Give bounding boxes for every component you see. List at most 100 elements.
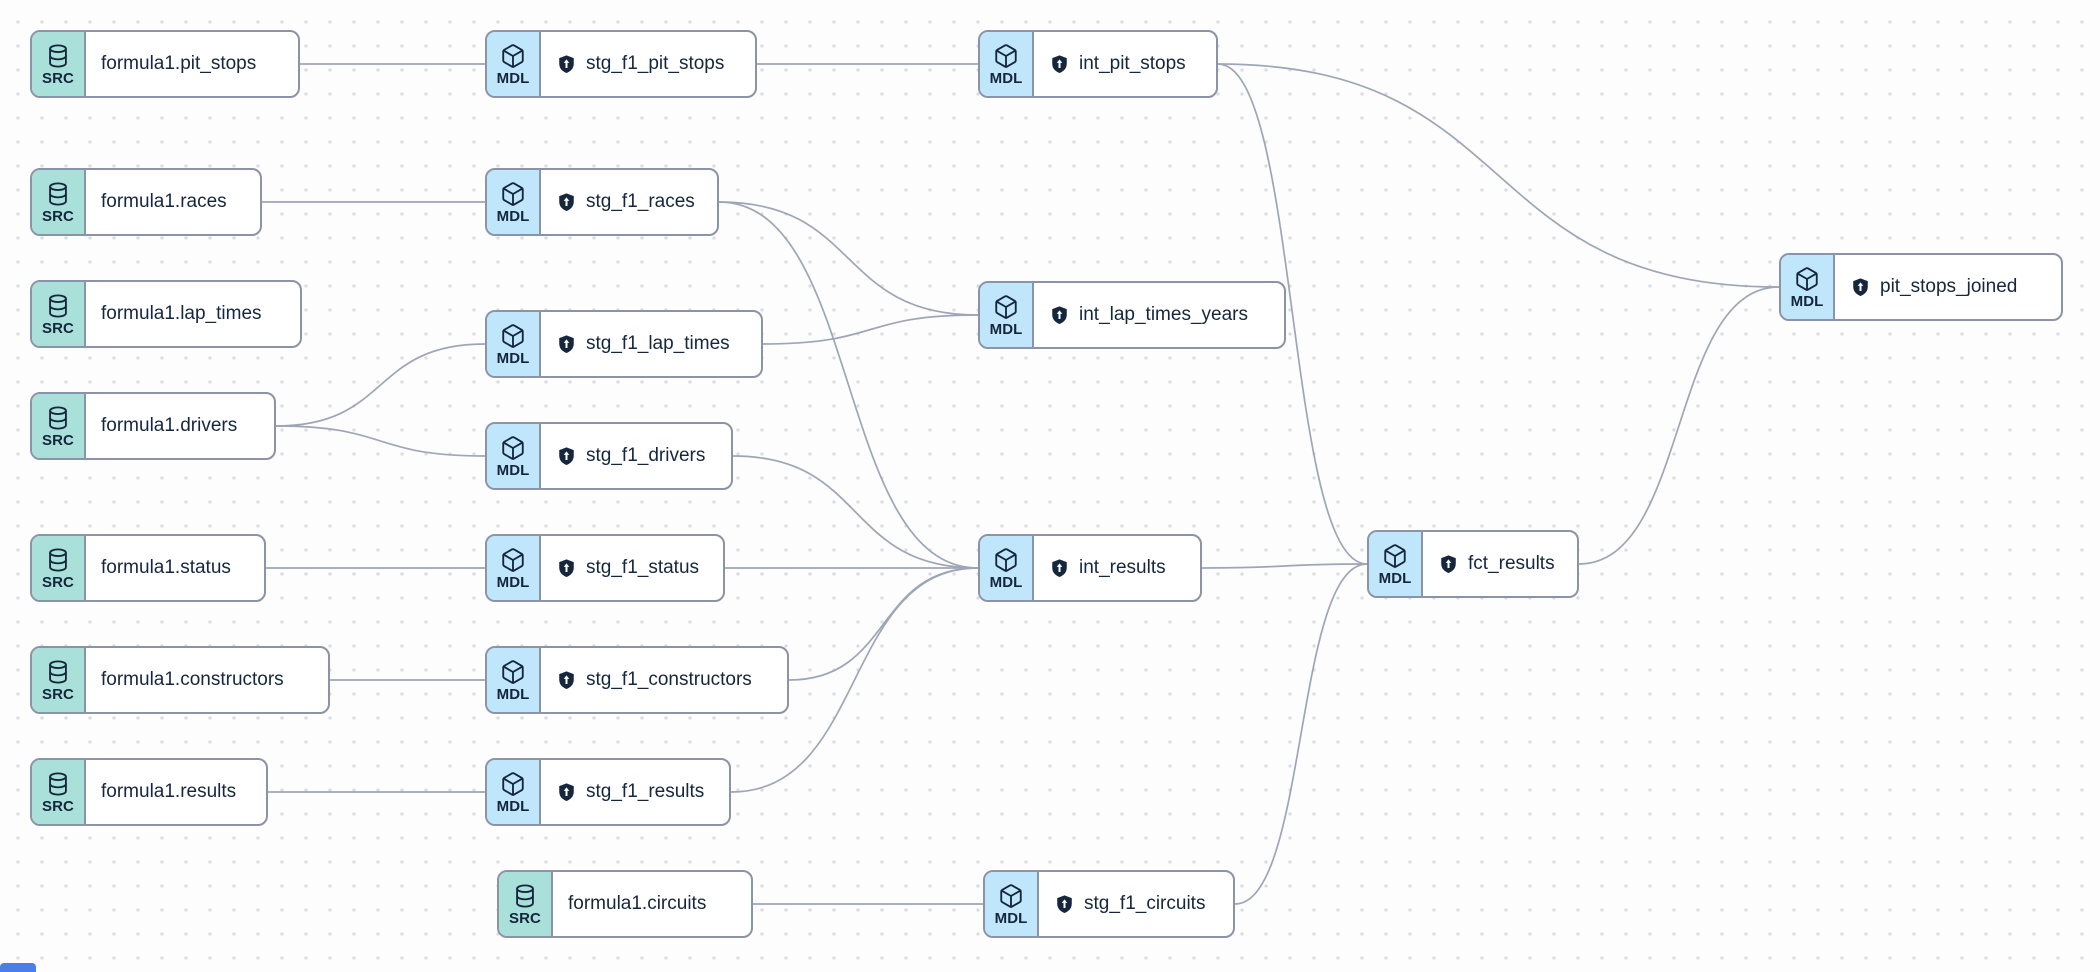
node-type-badge: MDL bbox=[487, 170, 541, 234]
node-type-badge: SRC bbox=[32, 32, 86, 96]
cube-icon bbox=[500, 659, 526, 685]
node-formula1.status[interactable]: SRC formula1.status bbox=[30, 534, 266, 602]
node-type-badge: MDL bbox=[985, 872, 1039, 936]
node-type-badge: MDL bbox=[487, 648, 541, 712]
database-icon bbox=[45, 293, 71, 319]
node-label: stg_f1_pit_stops bbox=[586, 53, 725, 74]
node-type-badge: SRC bbox=[32, 536, 86, 600]
node-type-badge: MDL bbox=[487, 424, 541, 488]
node-label: fct_results bbox=[1468, 553, 1555, 574]
node-formula1.races[interactable]: SRC formula1.races bbox=[30, 168, 262, 236]
cube-icon bbox=[500, 323, 526, 349]
node-type-badge: MDL bbox=[1369, 532, 1423, 596]
shield-icon bbox=[1850, 277, 1871, 298]
node-label: stg_f1_races bbox=[586, 191, 695, 212]
shield-icon bbox=[556, 446, 577, 467]
node-label: stg_f1_drivers bbox=[586, 445, 706, 466]
node-type-badge: MDL bbox=[980, 283, 1034, 347]
node-formula1.lap_times[interactable]: SRC formula1.lap_times bbox=[30, 280, 302, 348]
cube-icon bbox=[993, 43, 1019, 69]
database-icon bbox=[45, 659, 71, 685]
node-stg_f1_drivers[interactable]: MDL stg_f1_drivers bbox=[485, 422, 733, 490]
canvas-control-partial[interactable] bbox=[0, 963, 36, 972]
edge-int_results-to-fct_results bbox=[1201, 563, 1368, 569]
node-label: stg_f1_results bbox=[586, 781, 705, 802]
node-formula1.drivers[interactable]: SRC formula1.drivers bbox=[30, 392, 276, 460]
node-stg_f1_circuits[interactable]: MDL stg_f1_circuits bbox=[983, 870, 1235, 938]
node-label: formula1.lap_times bbox=[101, 303, 262, 324]
cube-icon bbox=[1794, 266, 1820, 292]
node-stg_f1_results[interactable]: MDL stg_f1_results bbox=[485, 758, 731, 826]
node-label: stg_f1_circuits bbox=[1084, 893, 1206, 914]
database-icon bbox=[45, 547, 71, 573]
node-fct_results[interactable]: MDL fct_results bbox=[1367, 530, 1579, 598]
edge-fct_results-to-pit_stops_joined bbox=[1578, 286, 1780, 565]
shield-icon bbox=[556, 54, 577, 75]
node-label: int_results bbox=[1079, 557, 1166, 578]
node-label: int_lap_times_years bbox=[1079, 304, 1248, 325]
edge-formula1.drivers-to-stg_f1_drivers bbox=[275, 425, 486, 457]
edge-stg_f1_drivers-to-int_results bbox=[732, 455, 979, 569]
node-int_lap_times_years[interactable]: MDL int_lap_times_years bbox=[978, 281, 1286, 349]
node-label: formula1.circuits bbox=[568, 893, 707, 914]
database-icon bbox=[45, 181, 71, 207]
shield-icon bbox=[1049, 558, 1070, 579]
node-type-badge: SRC bbox=[32, 394, 86, 458]
shield-icon bbox=[556, 782, 577, 803]
cube-icon bbox=[500, 435, 526, 461]
node-formula1.results[interactable]: SRC formula1.results bbox=[30, 758, 268, 826]
edge-int_pit_stops-to-fct_results bbox=[1217, 63, 1368, 565]
node-stg_f1_races[interactable]: MDL stg_f1_races bbox=[485, 168, 719, 236]
node-type-badge: SRC bbox=[499, 872, 553, 936]
database-icon bbox=[45, 405, 71, 431]
shield-icon bbox=[556, 192, 577, 213]
edge-stg_f1_constructors-to-int_results bbox=[788, 567, 979, 681]
node-formula1.constructors[interactable]: SRC formula1.constructors bbox=[30, 646, 330, 714]
node-label: formula1.results bbox=[101, 781, 237, 802]
node-label: formula1.pit_stops bbox=[101, 53, 257, 74]
shield-icon bbox=[1438, 554, 1459, 575]
node-type-badge: SRC bbox=[32, 282, 86, 346]
edge-int_pit_stops-to-pit_stops_joined bbox=[1217, 63, 1780, 288]
node-type-badge: SRC bbox=[32, 648, 86, 712]
edge-stg_f1_lap_times-to-int_lap_times_years bbox=[762, 314, 979, 345]
node-int_results[interactable]: MDL int_results bbox=[978, 534, 1202, 602]
shield-icon bbox=[556, 670, 577, 691]
node-formula1.pit_stops[interactable]: SRC formula1.pit_stops bbox=[30, 30, 300, 98]
node-label: formula1.constructors bbox=[101, 669, 284, 690]
node-type-badge: MDL bbox=[980, 536, 1034, 600]
cube-icon bbox=[993, 294, 1019, 320]
cube-icon bbox=[500, 43, 526, 69]
node-label: formula1.status bbox=[101, 557, 231, 578]
node-int_pit_stops[interactable]: MDL int_pit_stops bbox=[978, 30, 1218, 98]
node-label: stg_f1_lap_times bbox=[586, 333, 730, 354]
shield-icon bbox=[556, 558, 577, 579]
node-stg_f1_pit_stops[interactable]: MDL stg_f1_pit_stops bbox=[485, 30, 757, 98]
node-type-badge: SRC bbox=[32, 760, 86, 824]
node-stg_f1_status[interactable]: MDL stg_f1_status bbox=[485, 534, 725, 602]
node-label: pit_stops_joined bbox=[1880, 276, 2018, 297]
database-icon bbox=[45, 771, 71, 797]
node-pit_stops_joined[interactable]: MDL pit_stops_joined bbox=[1779, 253, 2063, 321]
edge-stg_f1_results-to-int_results bbox=[730, 567, 979, 793]
node-type-badge: MDL bbox=[487, 32, 541, 96]
node-formula1.circuits[interactable]: SRC formula1.circuits bbox=[497, 870, 753, 938]
node-stg_f1_lap_times[interactable]: MDL stg_f1_lap_times bbox=[485, 310, 763, 378]
node-type-badge: SRC bbox=[32, 170, 86, 234]
node-label: int_pit_stops bbox=[1079, 53, 1186, 74]
node-label: formula1.races bbox=[101, 191, 227, 212]
node-type-badge: MDL bbox=[1781, 255, 1835, 319]
node-stg_f1_constructors[interactable]: MDL stg_f1_constructors bbox=[485, 646, 789, 714]
node-type-badge: MDL bbox=[487, 312, 541, 376]
edge-stg_f1_races-to-int_results bbox=[718, 201, 979, 569]
shield-icon bbox=[556, 334, 577, 355]
shield-icon bbox=[1054, 894, 1075, 915]
cube-icon bbox=[1382, 543, 1408, 569]
database-icon bbox=[512, 883, 538, 909]
node-type-badge: MDL bbox=[980, 32, 1034, 96]
database-icon bbox=[45, 43, 71, 69]
edge-stg_f1_circuits-to-fct_results bbox=[1234, 563, 1368, 905]
cube-icon bbox=[500, 771, 526, 797]
